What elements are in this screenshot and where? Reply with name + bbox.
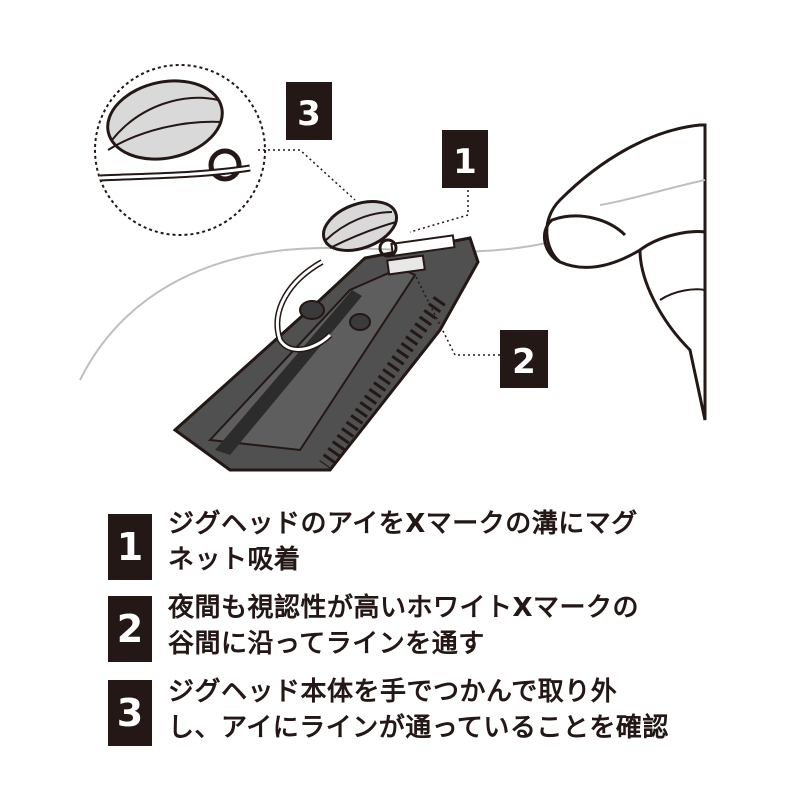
callout-badge-2: 2 [500,330,548,388]
line-threader-tool [172,234,480,472]
step-number-badge: 3 [108,680,152,746]
callout-badge-3: 3 [286,82,332,140]
jighead-icon [322,200,398,258]
hand-icon [542,123,707,421]
step-text: ジグヘッド本体を手でつかんで取り外 し、アイにラインが通っていることを確認 [168,674,728,746]
callout-number: 1 [453,142,477,182]
tool-illustration: 3 1 2 [79,64,707,472]
step-text-line: ネット吸着 [168,545,301,575]
callout-leader-3 [258,149,356,201]
callout-number: 2 [512,342,536,382]
step-text: ジグヘッドのアイをXマークの溝にマグ ネット吸着 [168,506,728,578]
step-1: 1 ジグヘッドのアイをXマークの溝にマグ ネット吸着 [90,506,730,582]
callout-leader-2 [414,274,500,356]
step-text: 夜間も視認性が高いホワイトXマークの 谷間に沿ってラインを通す [168,590,728,662]
step-2: 2 夜間も視認性が高いホワイトXマークの 谷間に沿ってラインを通す [90,590,730,666]
step-text-line: 谷間に沿ってラインを通す [168,629,485,659]
callout-number: 3 [297,94,321,134]
closeup-inset [94,64,266,236]
callout-leader-1 [409,185,469,233]
step-3: 3 ジグヘッド本体を手でつかんで取り外 し、アイにラインが通っていることを確認 [90,674,730,750]
step-text-line: し、アイにラインが通っていることを確認 [168,713,669,743]
callout-badge-1: 1 [442,130,488,188]
step-number-badge: 2 [108,596,152,662]
step-text-line: ジグヘッドのアイをXマークの溝にマグ [168,509,638,539]
step-number-badge: 1 [108,514,152,580]
step-text-line: 夜間も視認性が高いホワイトXマークの [168,593,640,623]
step-text-line: ジグヘッド本体を手でつかんで取り外 [168,677,618,707]
